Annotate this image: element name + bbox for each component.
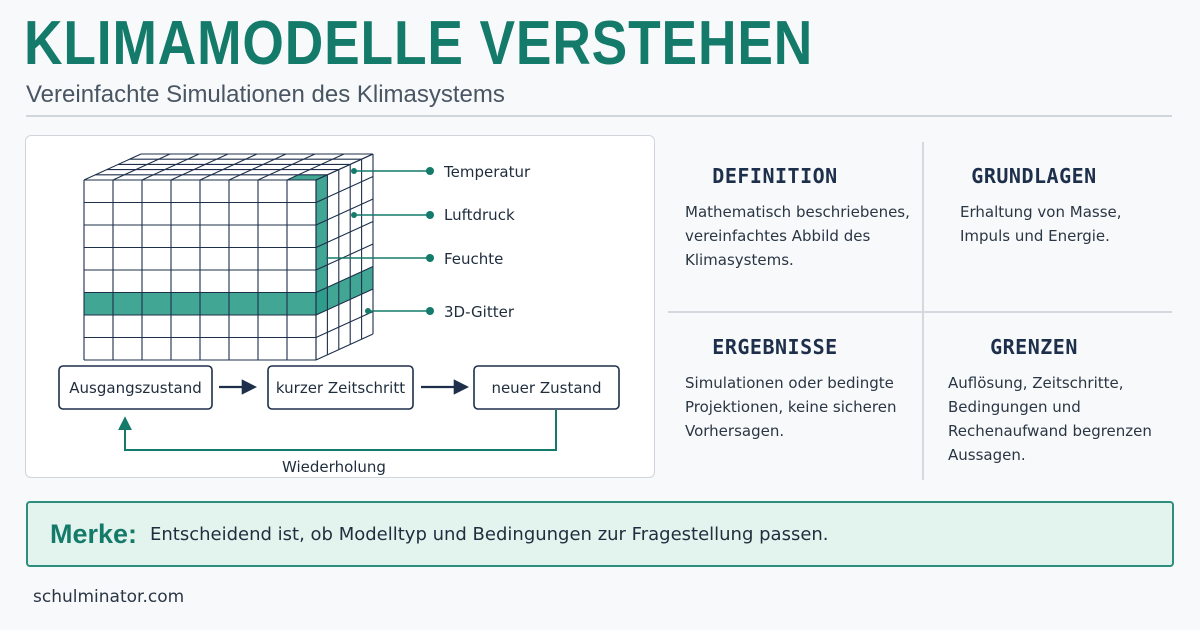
label-temperatur: Temperatur (443, 163, 531, 181)
header-divider (26, 115, 1172, 117)
card-grenzen-title: GRENZEN (990, 335, 1078, 359)
climate-model-diagram: Temperatur Luftdruck Feuchte 3D-Gitter A… (25, 135, 655, 478)
box-ausgangszustand-label: Ausgangszustand (69, 379, 201, 397)
merke-label: Merke: (50, 519, 138, 549)
cards-horizontal-divider (668, 311, 1172, 313)
card-grundlagen-text: Erhaltung von Masse, Impuls und Energie. (960, 203, 1122, 245)
box-neuer-zustand (473, 365, 620, 410)
card-ergebnisse-text: Simulationen oder bedingte Projektionen,… (685, 374, 897, 440)
card-grenzen: GRENZEN Auflösung, Zeitschritte, Bedingu… (924, 331, 1174, 481)
box-kurzer-zeitschritt-label: kurzer Zeitschritt (276, 379, 405, 397)
box-kurzer-zeitschritt (267, 365, 414, 410)
card-grenzen-text: Auflösung, Zeitschritte, Bedingungen und… (948, 374, 1152, 464)
loop-label-wiederholung: Wiederholung (282, 458, 386, 476)
label-feuchte: Feuchte (444, 250, 503, 268)
page-title: KLIMAMODELLE VERSTEHEN (24, 9, 814, 78)
label-3d-gitter: 3D-Gitter (444, 303, 515, 321)
label-luftdruck: Luftdruck (444, 206, 515, 224)
card-ergebnisse-title: ERGEBNISSE (712, 335, 838, 359)
card-definition-title: DEFINITION (712, 164, 838, 188)
card-definition-text: Mathematisch beschriebenes, vereinfachte… (685, 203, 910, 269)
feedback-loop-arrow (118, 410, 557, 451)
label-leaders (326, 167, 434, 315)
card-ergebnisse: ERGEBNISSE Simulationen oder bedingte Pr… (668, 331, 922, 481)
merke-text: Entscheidend ist, ob Modelltyp und Bedin… (150, 524, 829, 545)
page-subtitle: Vereinfachte Simulationen des Klimasyste… (26, 81, 505, 108)
box-ausgangszustand (58, 365, 213, 410)
grid-and-process-svg: Temperatur Luftdruck Feuchte 3D-Gitter A… (58, 153, 620, 476)
card-grundlagen-title: GRUNDLAGEN (971, 164, 1097, 188)
card-grundlagen: GRUNDLAGEN Erhaltung von Masse, Impuls u… (924, 160, 1174, 310)
3d-grid-cube (83, 153, 374, 361)
box-neuer-zustand-label: neuer Zustand (491, 379, 601, 397)
merke-note-box: Merke: Entscheidend ist, ob Modelltyp un… (26, 501, 1174, 567)
card-definition: DEFINITION Mathematisch beschriebenes, v… (668, 160, 922, 310)
footer-site: schulminator.com (33, 587, 185, 607)
